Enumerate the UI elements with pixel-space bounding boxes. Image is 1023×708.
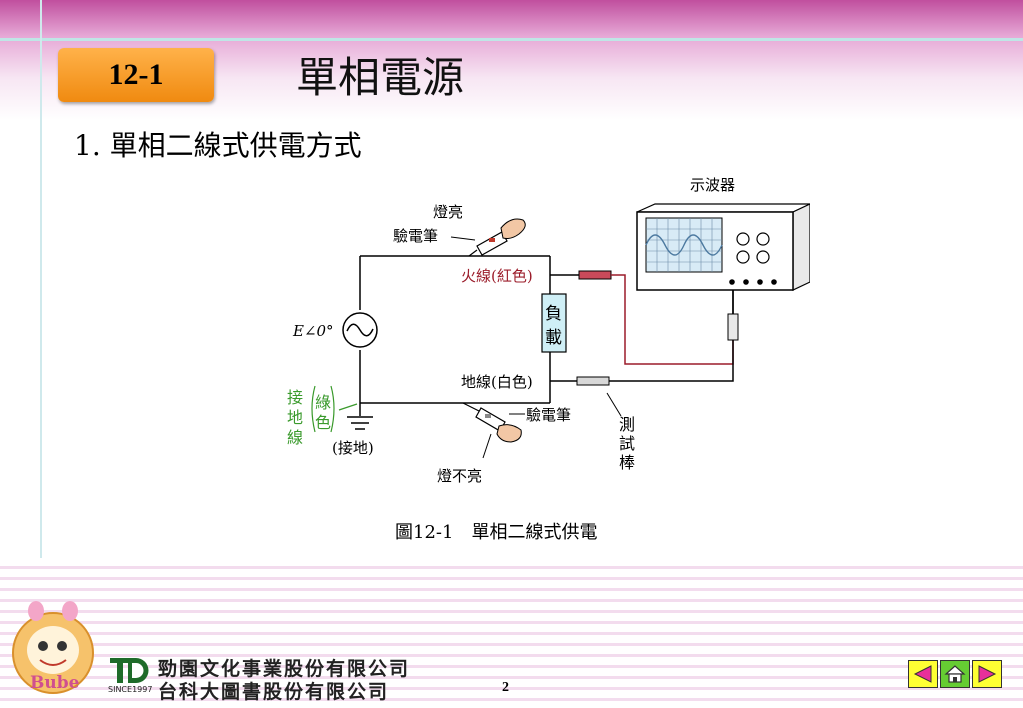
ac-source-icon bbox=[342, 312, 378, 348]
live-wire-label: 火線(紅色) bbox=[461, 267, 533, 285]
probe-label-1: 測 bbox=[619, 415, 635, 434]
next-slide-button[interactable] bbox=[972, 660, 1002, 688]
tester-bottom-tip bbox=[462, 402, 482, 413]
live-probe bbox=[578, 270, 612, 280]
ground-icon bbox=[347, 416, 373, 430]
circuit-diagram: E∠0° 接 地 線 綠 色 (接地) 負 載 火線(紅色) 地線(白色) 測 … bbox=[285, 168, 811, 490]
header-stripe bbox=[0, 38, 1023, 41]
company-name-2: 台科大圖書股份有限公司 bbox=[158, 681, 390, 703]
oscilloscope-icon bbox=[636, 203, 811, 291]
company-logo-icon bbox=[110, 658, 149, 683]
neutral-wire-label: 地線(白色) bbox=[461, 373, 533, 391]
tester-bottom-label: 驗電筆 bbox=[526, 406, 571, 424]
lamp-off-pointer bbox=[482, 433, 492, 459]
load-box bbox=[541, 293, 567, 353]
mascot-label: Bube bbox=[30, 673, 80, 693]
footer-stripes bbox=[0, 558, 1023, 708]
green-label-2: 色 bbox=[315, 413, 331, 432]
slide-title: 單相電源 bbox=[296, 53, 465, 102]
circuit-wires bbox=[359, 255, 579, 416]
home-icon bbox=[944, 665, 966, 683]
ground-label-2: 地 bbox=[287, 408, 303, 427]
home-button[interactable] bbox=[940, 660, 970, 688]
grounding-label: (接地) bbox=[332, 439, 374, 457]
probe-label-3: 棒 bbox=[619, 453, 635, 472]
slide-subtitle: 1. 單相二線式供電方式 bbox=[74, 129, 362, 162]
oscilloscope-label: 示波器 bbox=[690, 176, 735, 194]
decor-line bbox=[40, 0, 42, 708]
green-label-1: 綠 bbox=[315, 393, 331, 412]
ground-label-1: 接 bbox=[287, 388, 303, 407]
lamp-on-label: 燈亮 bbox=[433, 203, 463, 221]
since-label: SINCE1997 bbox=[108, 685, 153, 694]
tester-top-label: 驗電筆 bbox=[393, 227, 438, 245]
load-label-2: 載 bbox=[545, 328, 562, 348]
neutral-lead bbox=[609, 286, 734, 382]
probe-label-2: 試 bbox=[619, 434, 635, 453]
triangle-right-icon bbox=[978, 665, 997, 683]
section-number-badge: 12-1 bbox=[58, 48, 214, 102]
ground-bracket-right bbox=[330, 385, 335, 433]
ground-bracket-left bbox=[311, 385, 316, 433]
tester-bottom-icon bbox=[475, 407, 522, 443]
scope-probe bbox=[727, 313, 739, 341]
triangle-left-icon bbox=[913, 665, 932, 683]
bube-mascot-icon: Bube bbox=[12, 601, 94, 694]
company-name-1: 勁園文化事業股份有限公司 bbox=[158, 658, 411, 680]
lamp-off-label: 燈不亮 bbox=[437, 467, 482, 485]
load-label-1: 負 bbox=[545, 304, 562, 324]
tester-top-icon bbox=[468, 218, 526, 257]
ground-pointer bbox=[338, 403, 358, 411]
source-label: E∠0° bbox=[292, 322, 334, 340]
ground-label-3: 線 bbox=[287, 428, 303, 447]
probe-pointer bbox=[606, 392, 622, 417]
prev-slide-button[interactable] bbox=[908, 660, 938, 688]
neutral-probe bbox=[576, 376, 610, 386]
figure-caption: 圖12-1 單相二線式供電 bbox=[395, 522, 598, 543]
tester-top-pointer bbox=[450, 236, 476, 241]
page-number: 2 bbox=[502, 680, 509, 695]
